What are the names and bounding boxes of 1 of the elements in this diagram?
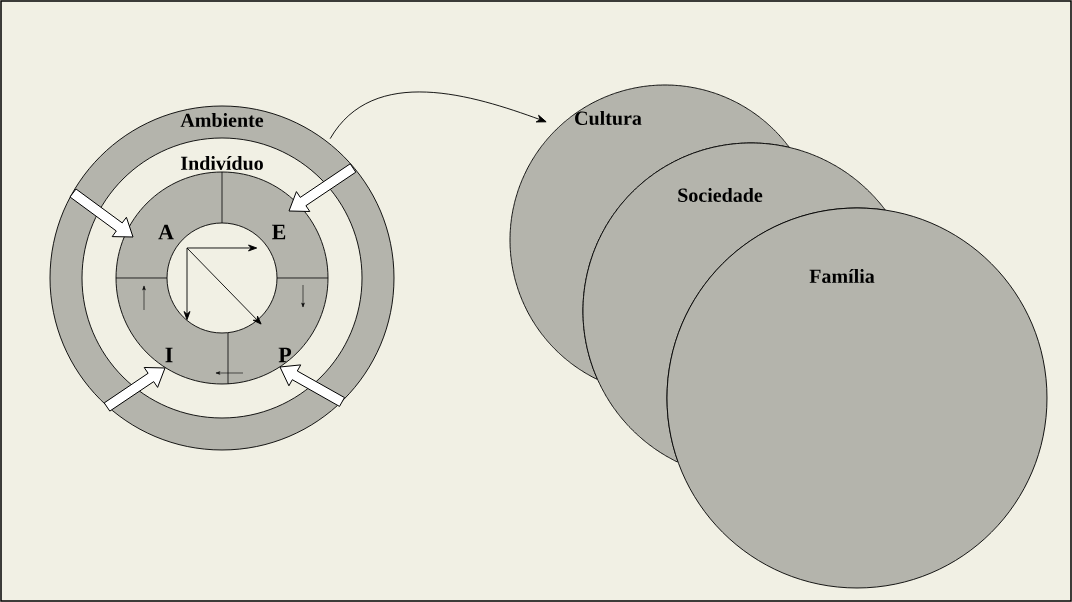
arrow xyxy=(329,91,547,140)
